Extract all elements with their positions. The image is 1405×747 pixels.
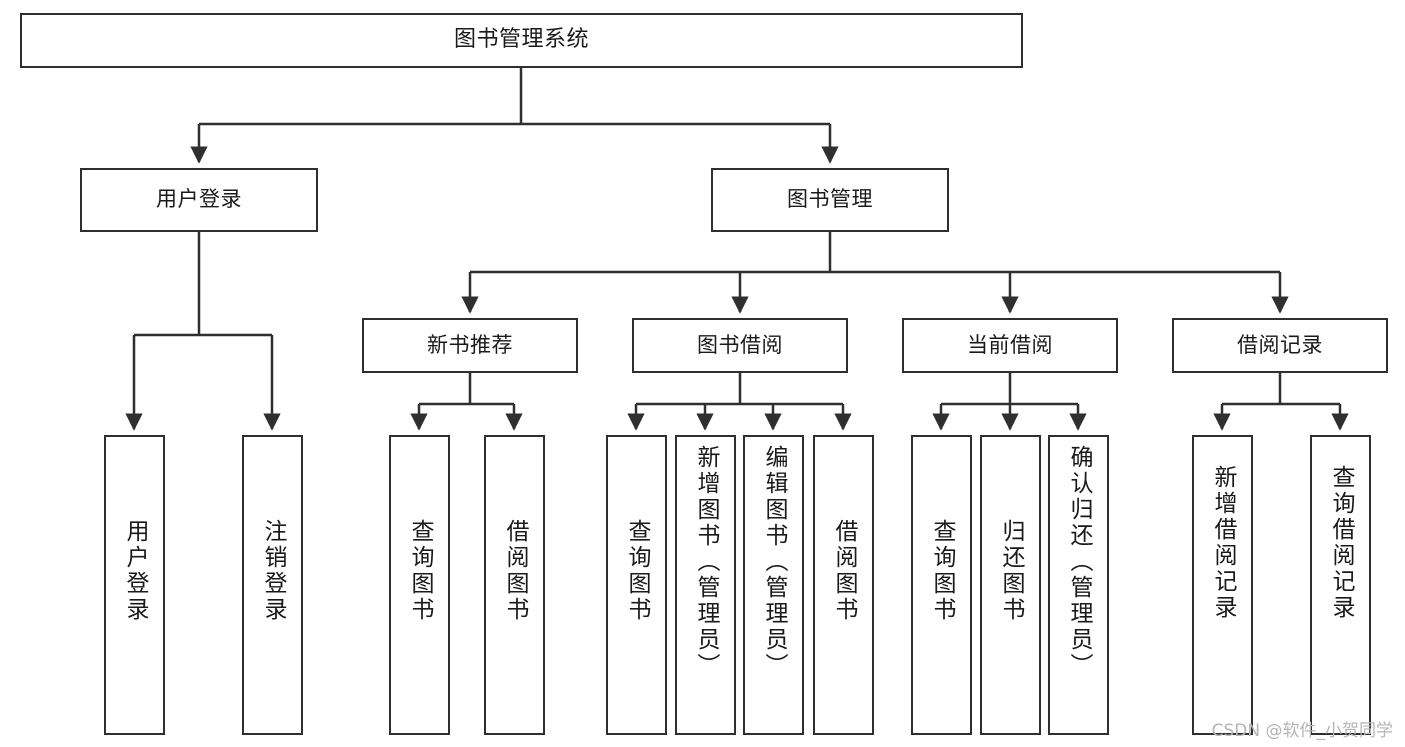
- node-leaf-edit-book[interactable]: 编辑图书（管理员）: [743, 435, 804, 735]
- node-leaf-query-book-3[interactable]: 查询图书: [911, 435, 972, 735]
- node-label: 新增图书（管理员）: [693, 445, 719, 679]
- node-root-system[interactable]: 图书管理系统: [20, 13, 1023, 68]
- node-label: 借阅图书: [502, 519, 528, 623]
- node-leaf-query-book-2[interactable]: 查询图书: [606, 435, 667, 735]
- node-label: 查询图书: [929, 519, 955, 623]
- node-leaf-add-borrow-record[interactable]: 新增借阅记录: [1192, 435, 1253, 735]
- node-label: 用户登录: [156, 187, 242, 212]
- watermark-text: CSDN @软件_小贺同学: [1211, 721, 1393, 741]
- node-label: 查询图书: [407, 519, 433, 623]
- node-book-manage[interactable]: 图书管理: [711, 168, 949, 232]
- node-label: 注销登录: [260, 519, 286, 623]
- node-new-book-recommend[interactable]: 新书推荐: [362, 318, 578, 373]
- node-label: 归还图书: [998, 519, 1024, 623]
- node-leaf-query-borrow-record[interactable]: 查询借阅记录: [1310, 435, 1371, 735]
- node-leaf-logout-login[interactable]: 注销登录: [242, 435, 303, 735]
- node-label: 用户登录: [122, 519, 148, 623]
- node-leaf-add-book[interactable]: 新增图书（管理员）: [675, 435, 736, 735]
- node-user-login[interactable]: 用户登录: [80, 168, 318, 232]
- node-label: 借阅记录: [1237, 332, 1323, 357]
- node-label: 确认归还（管理员）: [1066, 445, 1092, 679]
- node-leaf-borrow-book-1[interactable]: 借阅图书: [484, 435, 545, 735]
- node-leaf-query-book-1[interactable]: 查询图书: [389, 435, 450, 735]
- node-leaf-user-login[interactable]: 用户登录: [104, 435, 165, 735]
- node-current-borrow[interactable]: 当前借阅: [902, 318, 1118, 373]
- node-label: 图书管理系统: [453, 27, 589, 53]
- node-leaf-confirm-return[interactable]: 确认归还（管理员）: [1048, 435, 1109, 735]
- node-label: 新增借阅记录: [1210, 465, 1236, 621]
- node-label: 新书推荐: [427, 332, 513, 357]
- node-label: 查询图书: [624, 519, 650, 623]
- node-label: 查询借阅记录: [1328, 465, 1354, 621]
- node-borrow-record[interactable]: 借阅记录: [1172, 318, 1388, 373]
- node-label: 图书借阅: [697, 332, 783, 357]
- node-book-borrow[interactable]: 图书借阅: [632, 318, 848, 373]
- node-leaf-return-book[interactable]: 归还图书: [980, 435, 1041, 735]
- node-label: 图书管理: [787, 187, 873, 212]
- node-leaf-borrow-book-2[interactable]: 借阅图书: [813, 435, 874, 735]
- node-label: 当前借阅: [967, 332, 1053, 357]
- node-label: 编辑图书（管理员）: [761, 445, 787, 679]
- node-label: 借阅图书: [831, 519, 857, 623]
